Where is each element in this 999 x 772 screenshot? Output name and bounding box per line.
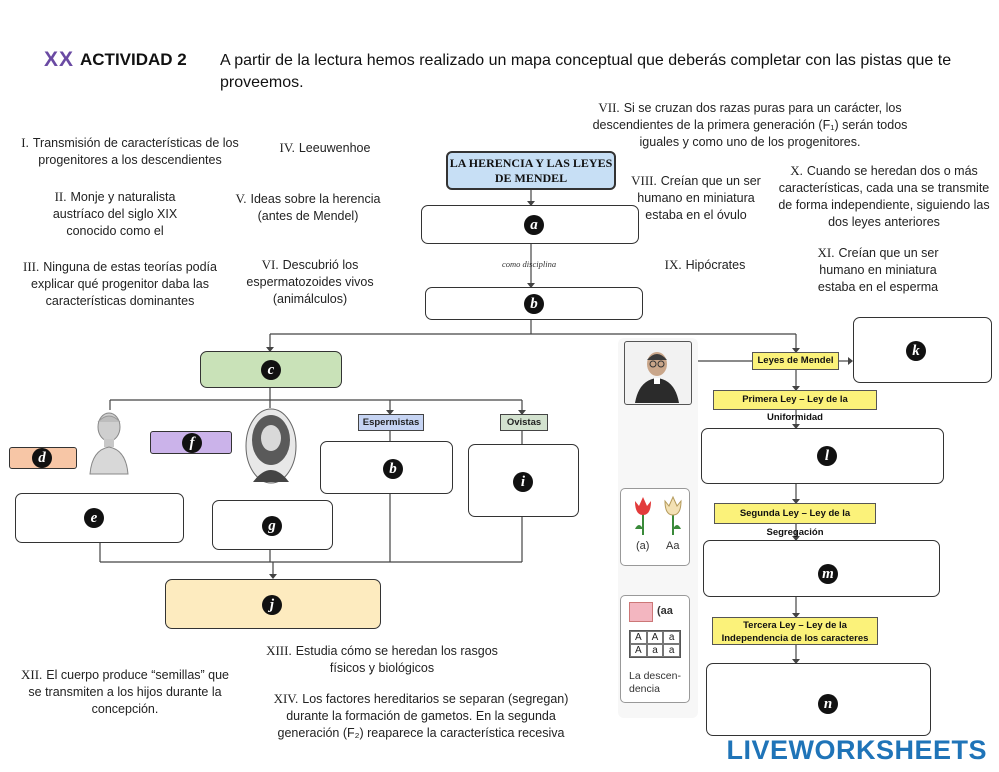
answer-box-c[interactable]: c [200, 351, 342, 388]
hippocrates-bust-icon [89, 412, 129, 475]
punnett-cell: a [663, 631, 680, 644]
letter-b2: b [383, 459, 403, 479]
clue-x: X.Cuando se heredan dos o más caracterís… [778, 163, 990, 229]
answer-box-i[interactable]: i [468, 444, 579, 517]
answer-box-l[interactable]: l [701, 428, 944, 484]
map-title-box: LA HERENCIA Y LAS LEYES DE MENDEL [446, 151, 616, 190]
letter-d: d [32, 448, 52, 468]
clue-ii: II.Monje y naturalista austríaco del sig… [52, 189, 178, 238]
punnett-cell: a [663, 644, 680, 657]
activity-title: ACTIVIDAD 2 [80, 50, 187, 69]
letter-j: j [262, 595, 282, 615]
clue-xii: XII.El cuerpo produce “semillas” que se … [20, 667, 230, 716]
map-title: LA HERENCIA Y LAS LEYES DE MENDEL [449, 156, 613, 185]
pea-label-aa: Aa [666, 540, 680, 552]
punnett-cell: A [630, 631, 647, 644]
clue-xi: XI.Creían que un ser humano en miniatura… [817, 245, 939, 294]
answer-box-f[interactable]: f [150, 431, 232, 454]
mendel-portrait-icon [635, 352, 679, 403]
letter-b: b [524, 294, 544, 314]
letter-f: f [182, 433, 202, 453]
tag-primera-ley: Primera Ley – Ley de la Uniformidad [713, 390, 877, 423]
leeuwenhoek-portrait-icon [245, 408, 297, 484]
punnett-cell: a [646, 644, 664, 657]
flower-swatch-icon [629, 602, 653, 622]
punnett-cell: A [630, 644, 647, 657]
letter-c: c [261, 360, 281, 380]
pea-label-a: (a) [636, 540, 650, 552]
brand-text: LIVEWORKSHEETS [726, 735, 987, 765]
letter-g: g [262, 516, 282, 536]
clue-vii: VII.Si se cruzan dos razas puras para un… [592, 100, 908, 149]
letter-n: n [818, 694, 838, 714]
tag-ovistas: Ovistas [500, 414, 548, 431]
answer-box-e[interactable]: e [15, 493, 184, 543]
letter-e: e [84, 508, 104, 528]
clue-xiii: XIII.Estudia cómo se heredan los rasgos … [266, 643, 498, 675]
descendencia-label: La descen-dencia [629, 670, 681, 695]
instructions-text: A partir de la lectura hemos realizado u… [220, 52, 952, 91]
descendencia-card: (aa A A a A a a La descen-dencia [620, 595, 690, 703]
answer-box-b-top[interactable]: b [425, 287, 643, 320]
punnett-cell: A [646, 631, 664, 644]
answer-box-n[interactable]: n [706, 663, 931, 736]
letter-l: l [817, 446, 837, 466]
mendel-portrait-frame [624, 341, 692, 405]
answer-box-a[interactable]: a [421, 205, 639, 244]
tag-espermistas: Espermistas [358, 414, 424, 431]
letter-a: a [524, 215, 544, 235]
tulip-flowers-icon [635, 495, 682, 535]
clue-viii: VIII.Creían que un ser humano en miniatu… [631, 173, 761, 222]
clue-v: V.Ideas sobre la herencia (antes de Mend… [235, 191, 381, 223]
pea-cross-card: (a) Aa [620, 488, 690, 566]
clue-i: I.Transmisión de características de los … [21, 135, 239, 167]
tag-tercera-ley: Tercera Ley – Ley de la Independencia de… [712, 617, 878, 645]
clue-iv: IV.Leeuwenhoe [279, 140, 371, 155]
letter-i: i [513, 472, 533, 492]
answer-box-d[interactable]: d [9, 447, 77, 469]
answer-box-j[interactable]: j [165, 579, 381, 629]
letter-m: m [818, 564, 838, 584]
clue-iii: III.Ninguna de estas teorías podía expli… [23, 259, 217, 308]
tag-leyes-mendel: Leyes de Mendel [752, 352, 839, 370]
clue-vi: VI.Descubrió los espermatozoides vivos (… [246, 257, 374, 306]
pea-label-aa2: (aa [657, 605, 673, 617]
activity-marker: XX [44, 48, 75, 71]
answer-box-m[interactable]: m [703, 540, 940, 597]
clue-xiv: XIV.Los factores hereditarios se separan… [273, 691, 569, 740]
clue-ix: IX.Hipócrates [664, 257, 746, 272]
answer-box-k[interactable]: k [853, 317, 992, 383]
punnett-square: A A a A a a [629, 630, 681, 658]
connector-label: como disciplina [502, 259, 557, 269]
letter-k: k [906, 341, 926, 361]
answer-box-g[interactable]: g [212, 500, 333, 550]
answer-box-b-espermistas[interactable]: b [320, 441, 453, 494]
liveworksheets-logo: LIVEWORKSHEETS [726, 735, 987, 766]
tag-segunda-ley: Segunda Ley – Ley de la Segregación [714, 503, 876, 538]
